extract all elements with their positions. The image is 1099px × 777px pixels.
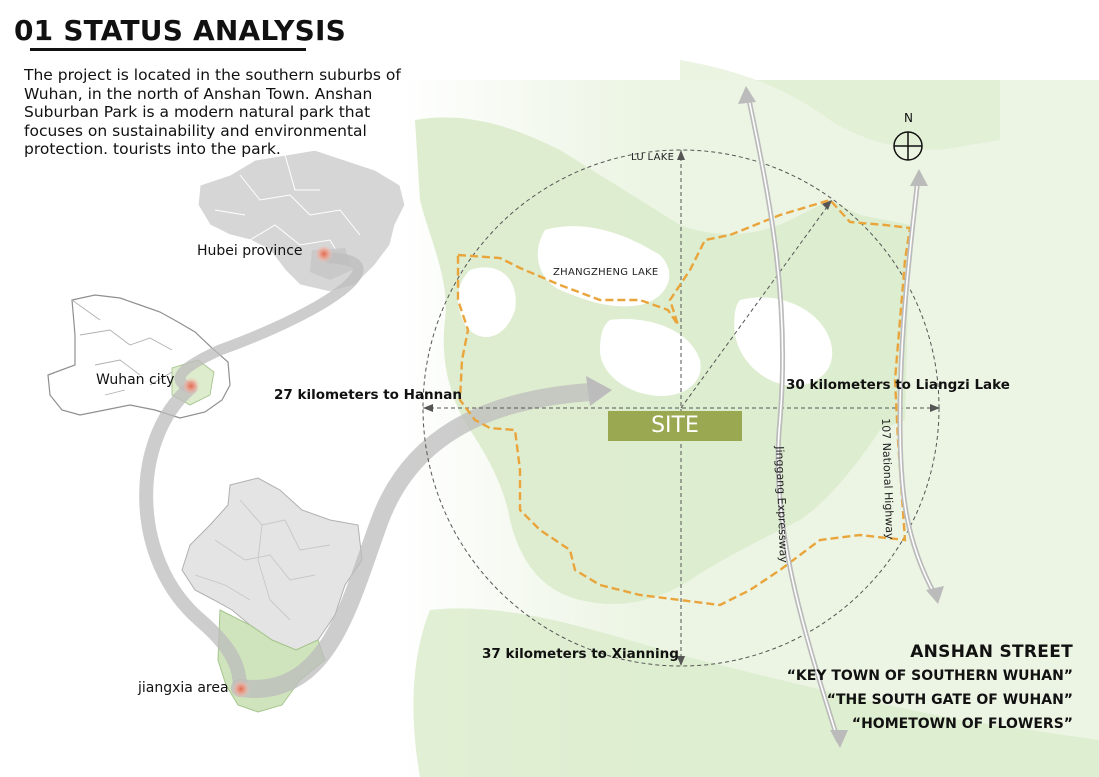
roads-inner bbox=[747, 94, 936, 741]
china-map bbox=[197, 149, 406, 293]
road-arrowheads bbox=[738, 86, 944, 748]
label-distance-liangzi: 30 kilometers to Liangzi Lake bbox=[786, 377, 1010, 393]
label-jiangxia-area: jiangxia area bbox=[138, 680, 229, 696]
label-lu-lake: LU LAKE bbox=[631, 152, 675, 163]
label-hubei-province: Hubei province bbox=[197, 243, 303, 259]
site-marker: SITE bbox=[608, 411, 742, 441]
label-zhangzheng-lake: ZHANGZHENG LAKE bbox=[553, 267, 659, 278]
north-compass-icon bbox=[893, 131, 923, 161]
page-title: 01 STATUS ANALYSIS bbox=[14, 14, 346, 47]
place-markers bbox=[182, 245, 333, 698]
label-distance-xianning: 37 kilometers to Xianning bbox=[482, 646, 679, 662]
label-distance-hannan: 27 kilometers to Hannan bbox=[274, 387, 462, 403]
title-underline bbox=[30, 48, 306, 51]
axis-arrowheads bbox=[423, 150, 940, 666]
slogan-title: ANSHAN STREET bbox=[910, 642, 1073, 662]
slogan-block: ANSHAN STREET “KEY TOWN OF SOUTHERN WUHA… bbox=[787, 640, 1073, 736]
site-arrowhead bbox=[586, 376, 612, 406]
site-boundary bbox=[456, 198, 912, 607]
label-wuhan-city: Wuhan city bbox=[96, 372, 175, 388]
wuhan-map bbox=[181, 477, 363, 713]
compass-north-label: N bbox=[904, 111, 913, 125]
connection-arrows bbox=[139, 252, 599, 698]
slogan-line-1: “KEY TOWN OF SOUTHERN WUHAN” bbox=[786, 668, 1073, 684]
slogan-line-3: “HOMETOWN OF FLOWERS” bbox=[851, 716, 1073, 732]
lake-shapes bbox=[458, 226, 833, 396]
intro-paragraph: The project is located in the southern s… bbox=[24, 66, 401, 158]
slogan-line-2: “THE SOUTH GATE OF WUHAN” bbox=[826, 692, 1073, 708]
